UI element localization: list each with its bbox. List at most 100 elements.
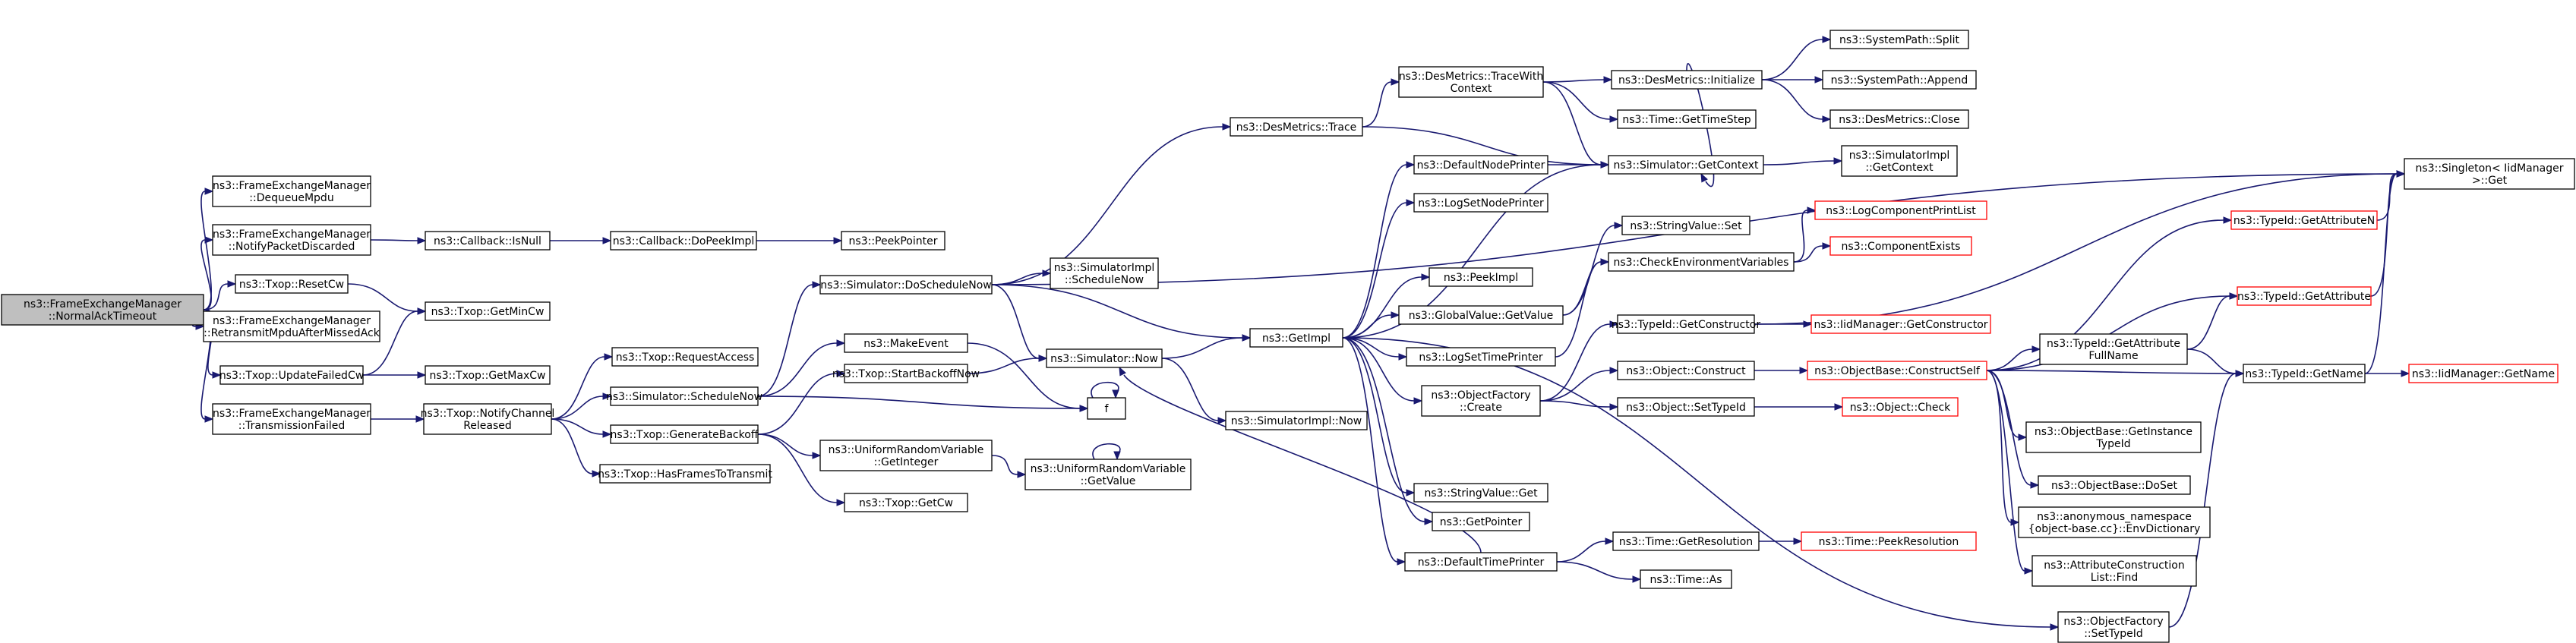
- node-stringset[interactable]: ns3::StringValue::Set: [1621, 216, 1750, 235]
- node-requestaccess[interactable]: ns3::Txop::RequestAccess: [611, 347, 759, 367]
- node-timegetres[interactable]: ns3::Time::GetResolution: [1612, 531, 1760, 551]
- edge-line: [1761, 79, 1823, 120]
- edge-getattrfull-to-typeidgetname: [2186, 348, 2245, 377]
- node-peekres[interactable]: ns3::Time::PeekResolution: [1801, 531, 1977, 551]
- node-label: ns3::SystemPath::Append: [1831, 74, 1968, 87]
- node-constructself[interactable]: ns3::ObjectBase::ConstructSelf: [1807, 361, 1987, 380]
- node-logcompprint[interactable]: ns3::LogComponentPrintList: [1814, 200, 1987, 220]
- node-objfactorycreate[interactable]: ns3::ObjectFactory::Create: [1421, 385, 1541, 417]
- node-objcheck[interactable]: ns3::Object::Check: [1842, 397, 1959, 417]
- node-f[interactable]: f: [1087, 397, 1126, 420]
- node-stringget[interactable]: ns3::StringValue::Get: [1413, 483, 1548, 503]
- node-getvalue[interactable]: ns3::UniformRandomVariable::GetValue: [1024, 459, 1192, 490]
- node-simimplgetctx[interactable]: ns3::SimulatorImpl::GetContext: [1841, 145, 1958, 177]
- node-getattr[interactable]: ns3::TypeId::GetAttribute: [2237, 286, 2372, 306]
- node-retransmit[interactable]: ns3::FrameExchangeManager::RetransmitMpd…: [203, 310, 380, 342]
- node-typeidgetname[interactable]: ns3::TypeId::GetName: [2243, 364, 2366, 383]
- arrow-head: [1822, 242, 1832, 250]
- node-getattrn[interactable]: ns3::TypeId::GetAttributeN: [2230, 210, 2378, 230]
- edge-desinit-to-syssplit: [1761, 36, 1832, 80]
- arrow-head: [1814, 76, 1824, 84]
- edge-line: [1542, 81, 1602, 165]
- node-sysappend[interactable]: ns3::SystemPath::Append: [1822, 70, 1977, 90]
- edge-updatefailed-to-getmincw: [362, 307, 427, 376]
- node-dequeue[interactable]: ns3::FrameExchangeManager::DequeueMpdu: [212, 175, 371, 207]
- node-simnow[interactable]: ns3::Simulator::Now: [1046, 348, 1163, 368]
- node-makeevent[interactable]: ns3::MakeEvent: [844, 333, 968, 353]
- node-iidgetconstructor[interactable]: ns3::IidManager::GetConstructor: [1810, 314, 1991, 334]
- arrow-head: [204, 188, 214, 195]
- edge-checkenv-to-compexists: [1793, 242, 1832, 263]
- node-gettimestep[interactable]: ns3::Time::GetTimeStep: [1617, 109, 1757, 129]
- node-globalgetvalue[interactable]: ns3::GlobalValue::GetValue: [1398, 305, 1564, 325]
- edge-timegetres-to-peekres: [1759, 537, 1803, 545]
- arrow-head: [836, 370, 846, 377]
- node-label: ns3::StringValue::Get: [1424, 487, 1538, 500]
- arrow-head: [1112, 389, 1119, 399]
- node-getpointer[interactable]: ns3::GetPointer: [1432, 512, 1530, 531]
- node-objconstruct[interactable]: ns3::Object::Construct: [1617, 361, 1755, 380]
- node-generatebackoff[interactable]: ns3::Txop::GenerateBackoff: [610, 424, 759, 444]
- arrow-head: [1391, 78, 1400, 86]
- node-getimpl[interactable]: ns3::GetImpl: [1249, 328, 1343, 348]
- node-syssplit[interactable]: ns3::SystemPath::Split: [1829, 30, 1969, 49]
- node-compexists[interactable]: ns3::ComponentExists: [1829, 236, 1972, 256]
- edge-root-to-resetcw: [203, 280, 237, 310]
- node-box: [2025, 421, 2202, 453]
- node-notify[interactable]: ns3::FrameExchangeManager::NotifyPacketD…: [212, 224, 371, 256]
- node-box: [1428, 267, 1533, 287]
- node-isnull[interactable]: ns3::Callback::IsNull: [425, 231, 551, 251]
- node-getconstructor[interactable]: ns3::TypeId::GetConstructor: [1612, 314, 1760, 334]
- node-box: [611, 347, 759, 367]
- node-getinteger[interactable]: ns3::UniformRandomVariable::GetInteger: [819, 440, 993, 471]
- arrow-head: [1406, 489, 1416, 496]
- node-schedulenow[interactable]: ns3::Simulator::ScheduleNow: [606, 386, 762, 406]
- edge-line: [757, 373, 838, 435]
- node-desinit[interactable]: ns3::DesMetrics::Initialize: [1611, 70, 1763, 90]
- node-iidgetname[interactable]: ns3::IidManager::GetName: [2408, 364, 2559, 383]
- node-txfailed[interactable]: ns3::FrameExchangeManager::TransmissionF…: [212, 403, 371, 435]
- node-getcontext[interactable]: ns3::Simulator::GetContext: [1608, 155, 1764, 175]
- node-getmincw[interactable]: ns3::Txop::GetMinCw: [425, 301, 551, 321]
- node-simimplschednow[interactable]: ns3::SimulatorImpl::ScheduleNow: [1050, 257, 1159, 289]
- node-destrace[interactable]: ns3::DesMetrics::Trace: [1230, 117, 1363, 137]
- node-logtime[interactable]: ns3::LogSetTimePrinter: [1406, 347, 1556, 367]
- node-objfactsettypeid[interactable]: ns3::ObjectFactory::SetTypeId: [2057, 611, 2170, 643]
- node-box: [1640, 569, 1732, 589]
- node-defaultnode[interactable]: ns3::DefaultNodePrinter: [1413, 155, 1548, 175]
- node-getmaxcw[interactable]: ns3::Txop::GetMaxCw: [425, 365, 551, 385]
- node-box: [610, 424, 759, 444]
- node-doschedulenow[interactable]: ns3::Simulator::DoScheduleNow: [819, 275, 993, 295]
- node-updatefailed[interactable]: ns3::Txop::UpdateFailedCw: [219, 365, 364, 385]
- node-checkenv[interactable]: ns3::CheckEnvironmentVariables: [1608, 252, 1795, 272]
- node-simimplnow[interactable]: ns3::SimulatorImpl::Now: [1225, 411, 1368, 430]
- node-peekimpl[interactable]: ns3::PeekImpl: [1428, 267, 1533, 287]
- node-hasframes[interactable]: ns3::Txop::HasFramesToTransmit: [598, 464, 772, 484]
- edge-getcontext-to-simimplgetctx: [1763, 157, 1843, 165]
- node-box: [1801, 531, 1977, 551]
- node-envdict[interactable]: ns3::anonymous_namespace{object-base.cc}…: [2018, 506, 2211, 538]
- node-timeas[interactable]: ns3::Time::As: [1640, 569, 1732, 589]
- node-objsettypeid[interactable]: ns3::Object::SetTypeId: [1617, 397, 1755, 417]
- node-box: [1611, 70, 1763, 90]
- node-startbackoff[interactable]: ns3::Txop::StartBackoffNow: [832, 364, 980, 383]
- node-box: [219, 365, 364, 385]
- arrow-head: [1600, 258, 1610, 266]
- node-desclose[interactable]: ns3::DesMetrics::Close: [1829, 109, 1969, 129]
- node-lognode[interactable]: ns3::LogSetNodePrinter: [1413, 193, 1548, 213]
- node-defaulttime[interactable]: ns3::DefaultTimePrinter: [1404, 552, 1558, 572]
- edge-defaulttime-to-timegetres: [1556, 537, 1615, 563]
- arrow-head: [1424, 518, 1434, 525]
- node-root[interactable]: ns3::FrameExchangeManager::NormalAckTime…: [1, 294, 204, 326]
- node-dopeekimpl[interactable]: ns3::Callback::DoPeekImpl: [610, 231, 757, 251]
- node-resetcw[interactable]: ns3::Txop::ResetCw: [235, 274, 349, 294]
- node-getcw[interactable]: ns3::Txop::GetCw: [844, 493, 968, 512]
- node-doset[interactable]: ns3::ObjectBase::DoSet: [2038, 475, 2191, 495]
- node-singleton[interactable]: ns3::Singleton< IidManager>::Get: [2404, 158, 2575, 190]
- node-peekpointer[interactable]: ns3::PeekPointer: [841, 231, 945, 251]
